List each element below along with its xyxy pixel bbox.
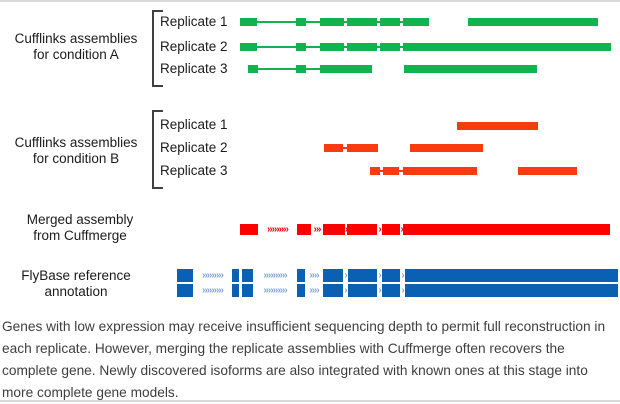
exon: [404, 65, 537, 73]
exon: [347, 144, 378, 152]
exon: [347, 43, 377, 51]
exon: [405, 284, 618, 297]
exon: [297, 269, 305, 282]
track-condition-a-replicate-3: [0, 65, 620, 73]
bottom-divider: [0, 400, 620, 402]
exon: [370, 167, 380, 175]
exon: [240, 18, 257, 26]
exon: [323, 269, 343, 282]
flybase-reference-label: FlyBase reference annotation: [0, 268, 152, 299]
bracket-condition-a: [152, 10, 163, 87]
bracket-condition-b: [152, 110, 163, 189]
gap-arrow: ›: [400, 224, 403, 235]
exon: [403, 43, 611, 51]
condition-a-label: Cufflinks assemblies for condition A: [0, 31, 152, 62]
exon: [242, 269, 253, 282]
exon: [348, 269, 377, 282]
exon: [405, 269, 618, 282]
top-divider: [0, 0, 620, 2]
gap-arrow: ›: [344, 269, 347, 281]
intron-direction-arrows: ›››: [313, 224, 322, 235]
intron-direction-arrows: ››››: [309, 269, 319, 281]
intron-line: [248, 68, 372, 70]
exon: [320, 65, 372, 73]
exon: [347, 224, 377, 235]
gap-arrow: ›: [344, 224, 348, 235]
exon: [380, 18, 400, 26]
exon: [323, 224, 345, 235]
exon: [240, 43, 257, 51]
condition-b-label: Cufflinks assemblies for condition B: [0, 135, 152, 166]
exon: [177, 284, 193, 297]
condition-b-label-line2: for condition B: [32, 150, 120, 166]
exon: [177, 269, 193, 282]
gap-arrow: ›: [344, 284, 347, 296]
intron-direction-arrows: ››››››››››: [263, 269, 287, 281]
exon: [457, 122, 538, 130]
merged-assembly-label-line1: Merged assembly: [26, 212, 134, 227]
exon: [297, 284, 305, 297]
exon: [320, 18, 344, 26]
exon: [323, 284, 343, 297]
condition-b-label-line1: Cufflinks assemblies: [14, 135, 138, 150]
exon: [403, 18, 429, 26]
replicate-label-a3: Replicate 3: [160, 61, 228, 76]
track-condition-b-replicate-1: [0, 122, 620, 130]
merged-assembly-label-line2: from Cuffmerge: [33, 227, 127, 243]
gap-arrow: ›: [378, 269, 381, 281]
condition-a-label-line2: for condition A: [33, 46, 119, 62]
replicate-label-b1: Replicate 1: [160, 117, 228, 132]
gap-arrow: ›: [401, 284, 404, 296]
exon: [382, 224, 400, 235]
track-condition-a-replicate-1: [0, 18, 620, 26]
exon: [296, 65, 306, 73]
exon: [380, 43, 400, 51]
intron-direction-arrows: ››››: [309, 284, 319, 296]
replicate-label-a2: Replicate 2: [160, 39, 228, 54]
exon: [324, 144, 343, 152]
intron-direction-arrows: ›››››››››: [267, 224, 289, 235]
track-flybase-isoform-2: ››››››››››››››››››››››››››: [0, 284, 620, 297]
gap-arrow: ›: [401, 269, 404, 281]
exon: [382, 269, 400, 282]
caption-text: Genes with low expression may receive in…: [2, 319, 606, 400]
exon: [242, 284, 253, 297]
gap-arrow: ›: [378, 284, 381, 296]
flybase-reference-label-line1: FlyBase reference: [21, 268, 131, 283]
gap-arrow: ›: [378, 224, 381, 235]
exon: [468, 18, 598, 26]
track-condition-b-replicate-3: [0, 167, 620, 175]
track-flybase-isoform-1: ››››››››››››››››››››››››››: [0, 269, 620, 282]
track-merged-assembly: ›››››››››››››››: [0, 224, 620, 235]
track-condition-a-replicate-2: [0, 43, 620, 51]
exon: [320, 43, 344, 51]
exon: [382, 284, 400, 297]
exon: [410, 144, 483, 152]
track-condition-b-replicate-2: [0, 144, 620, 152]
exon: [403, 167, 477, 175]
condition-a-label-line1: Cufflinks assemblies: [14, 31, 138, 46]
exon: [297, 224, 311, 235]
intron-direction-arrows: ››››››››››: [263, 284, 287, 296]
exon: [232, 269, 239, 282]
intron-direction-arrows: ›››››››››: [202, 269, 224, 281]
merged-assembly-label: Merged assembly from Cuffmerge: [0, 212, 160, 243]
exon: [248, 65, 258, 73]
intron-direction-arrows: ›››››››››: [202, 284, 224, 296]
exon: [296, 43, 306, 51]
replicate-label-b2: Replicate 2: [160, 140, 228, 155]
exon: [347, 18, 377, 26]
exon: [232, 284, 239, 297]
replicate-label-b3: Replicate 3: [160, 163, 228, 178]
flybase-reference-label-line2: annotation: [44, 283, 108, 299]
exon: [403, 224, 610, 235]
exon: [348, 284, 377, 297]
replicate-label-a1: Replicate 1: [160, 14, 228, 29]
exon: [518, 167, 577, 175]
exon: [240, 224, 258, 235]
exon: [383, 167, 399, 175]
exon: [296, 18, 306, 26]
